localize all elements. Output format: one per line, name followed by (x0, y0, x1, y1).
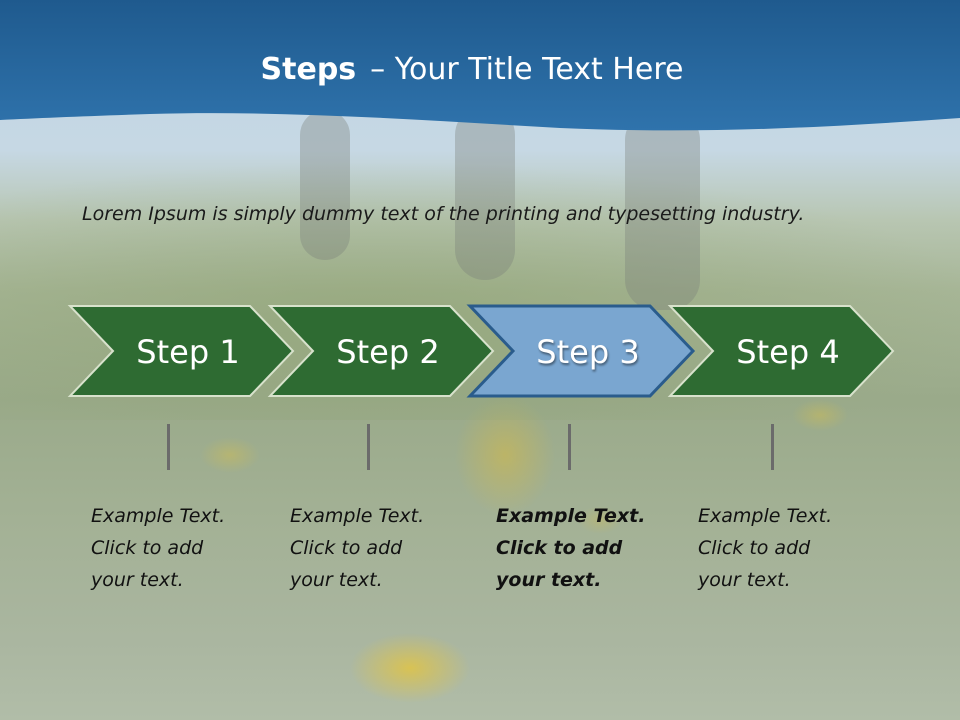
intro-text[interactable]: Lorem Ipsum is simply dummy text of the … (82, 203, 805, 225)
note-line: your text. (290, 569, 383, 591)
note-line: your text. (496, 569, 602, 591)
slide-title[interactable]: Steps – Your Title Text Here (0, 52, 944, 87)
note-line: Example Text. (698, 505, 833, 527)
step-3-label: Step 3 (536, 333, 640, 371)
step-3-arrow[interactable] (466, 304, 696, 398)
step-3-connector (568, 424, 571, 470)
step-4-label: Step 4 (736, 333, 840, 371)
note-line: your text. (698, 569, 791, 591)
note-line: Click to add (698, 537, 811, 559)
background-person (625, 110, 700, 310)
title-rest: – Your Title Text Here (370, 52, 684, 87)
note-line: Click to add (496, 537, 623, 559)
step-4-arrow[interactable] (667, 305, 895, 397)
header-band (0, 0, 960, 131)
step-4-connector (771, 424, 774, 470)
title-bold: Steps (260, 52, 357, 87)
step-4-note[interactable]: Example Text. Click to add your text. (698, 500, 868, 596)
step-3-note[interactable]: Example Text. Click to add your text. (496, 500, 666, 596)
note-line: Example Text. (290, 505, 425, 527)
step-1-label: Step 1 (136, 333, 240, 371)
step-1-note[interactable]: Example Text. Click to add your text. (91, 500, 261, 596)
step-2-label: Step 2 (336, 333, 440, 371)
background-person (455, 105, 515, 280)
note-line: Click to add (290, 537, 403, 559)
step-2-note[interactable]: Example Text. Click to add your text. (290, 500, 460, 596)
note-line: your text. (91, 569, 184, 591)
step-2-arrow[interactable] (267, 305, 495, 397)
background-person (300, 110, 350, 260)
step-1-arrow[interactable] (67, 305, 295, 397)
note-line: Example Text. (496, 505, 646, 527)
step-1-connector (167, 424, 170, 470)
note-line: Click to add (91, 537, 204, 559)
note-line: Example Text. (91, 505, 226, 527)
step-2-connector (367, 424, 370, 470)
